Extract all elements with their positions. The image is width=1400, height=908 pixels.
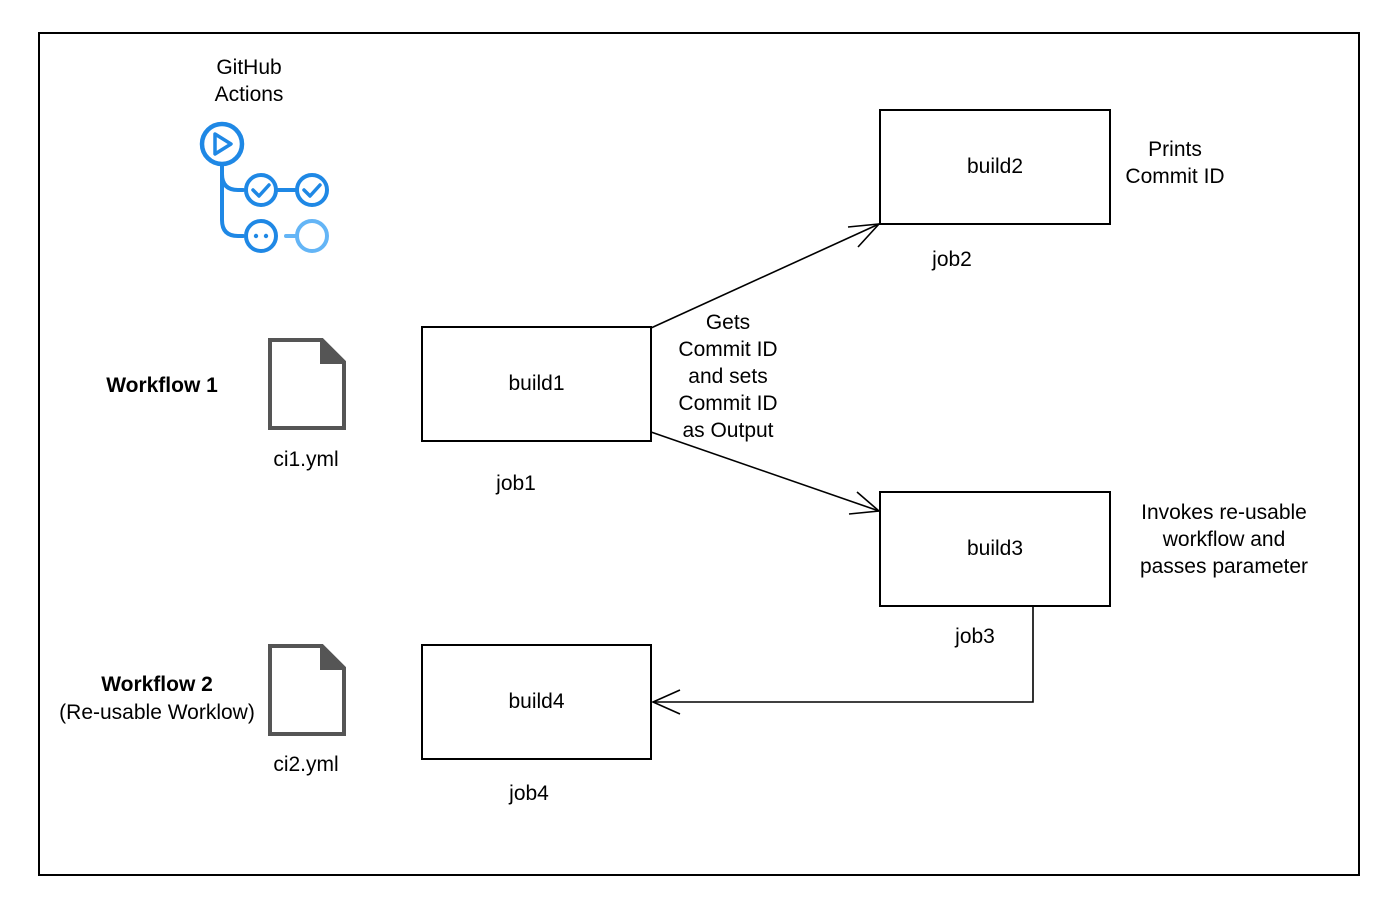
file-icon: [268, 338, 346, 430]
note-line: Commit ID: [678, 338, 778, 361]
job-box-build4: build4: [421, 644, 652, 760]
arrowhead-build4: [651, 689, 681, 715]
logo-title-line: Actions: [214, 83, 284, 106]
note-line: Invokes re-usable: [1141, 501, 1307, 524]
job-box-build1: build1: [421, 326, 652, 442]
logo-title: GitHub Actions: [215, 54, 284, 108]
note-line: Commit ID: [678, 392, 778, 415]
note-build2: Prints Commit ID: [1125, 136, 1224, 190]
workflow2-sublabel: (Re-usable Worklow): [59, 701, 255, 724]
note-line: and sets: [688, 365, 768, 388]
note-line: workflow and: [1162, 528, 1286, 551]
job-name-job4: job4: [509, 782, 549, 805]
logo-title-line: GitHub: [216, 56, 282, 79]
note-build1: Gets Commit ID and sets Commit ID as Out…: [678, 309, 777, 444]
job-box-build2: build2: [879, 109, 1111, 225]
ci2-filename: ci2.yml: [273, 753, 339, 776]
job-name-job3: job3: [955, 625, 995, 648]
job-name-job1: job1: [496, 472, 536, 495]
ci1-filename: ci1.yml: [273, 448, 339, 471]
note-line: Prints: [1148, 138, 1202, 161]
job-box-build3: build3: [879, 491, 1111, 607]
workflow1-label: Workflow 1: [106, 374, 218, 397]
arrow-build3-to-build4: [653, 606, 1034, 703]
note-line: Gets: [705, 311, 751, 334]
note-build3: Invokes re-usable workflow and passes pa…: [1140, 499, 1308, 580]
job-name-job2: job2: [932, 248, 972, 271]
job-box-label: build2: [966, 155, 1024, 178]
note-line: passes parameter: [1139, 555, 1309, 578]
job-box-label: build4: [508, 690, 565, 713]
job-box-label: build1: [508, 372, 565, 395]
arrow-build1-to-build3: [650, 431, 880, 512]
note-line: as Output: [682, 419, 774, 442]
note-line: Commit ID: [1125, 165, 1225, 188]
file-icon: [268, 644, 346, 736]
arrow-build1-to-build2: [650, 223, 880, 329]
diagram-frame: [38, 32, 1360, 876]
workflow2-label: Workflow 2: [101, 673, 213, 696]
job-box-label: build3: [966, 537, 1024, 560]
github-actions-icon: [199, 121, 329, 253]
